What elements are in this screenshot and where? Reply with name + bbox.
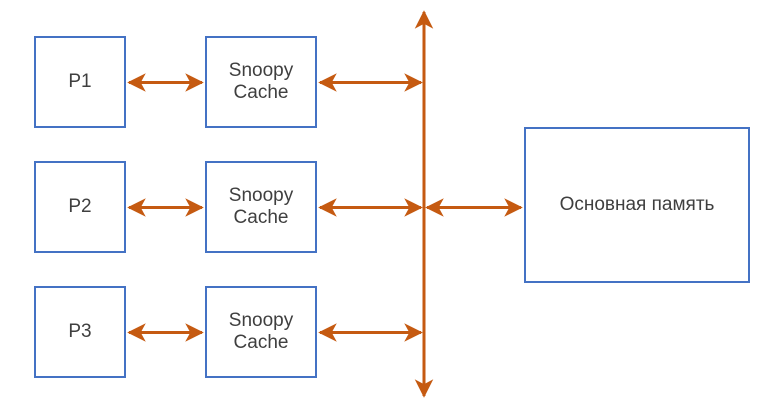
snoopy-cache-box-3[interactable]: Snoopy Cache bbox=[205, 286, 317, 378]
processor-label-p3: P3 bbox=[68, 320, 92, 342]
processor-label-p1: P1 bbox=[68, 70, 92, 92]
processor-box-p1[interactable]: P1 bbox=[34, 36, 126, 128]
snoopy-cache-box-2[interactable]: Snoopy Cache bbox=[205, 161, 317, 253]
processor-box-p2[interactable]: P2 bbox=[34, 161, 126, 253]
snoopy-cache-label-3: Snoopy Cache bbox=[228, 309, 294, 353]
main-memory-label: Основная память bbox=[559, 193, 715, 215]
snoopy-cache-box-1[interactable]: Snoopy Cache bbox=[205, 36, 317, 128]
snoopy-cache-label-2: Snoopy Cache bbox=[228, 184, 294, 228]
snoopy-cache-label-1: Snoopy Cache bbox=[228, 59, 294, 103]
processor-label-p2: P2 bbox=[68, 195, 92, 217]
main-memory-box[interactable]: Основная память bbox=[524, 127, 750, 283]
processor-box-p3[interactable]: P3 bbox=[34, 286, 126, 378]
